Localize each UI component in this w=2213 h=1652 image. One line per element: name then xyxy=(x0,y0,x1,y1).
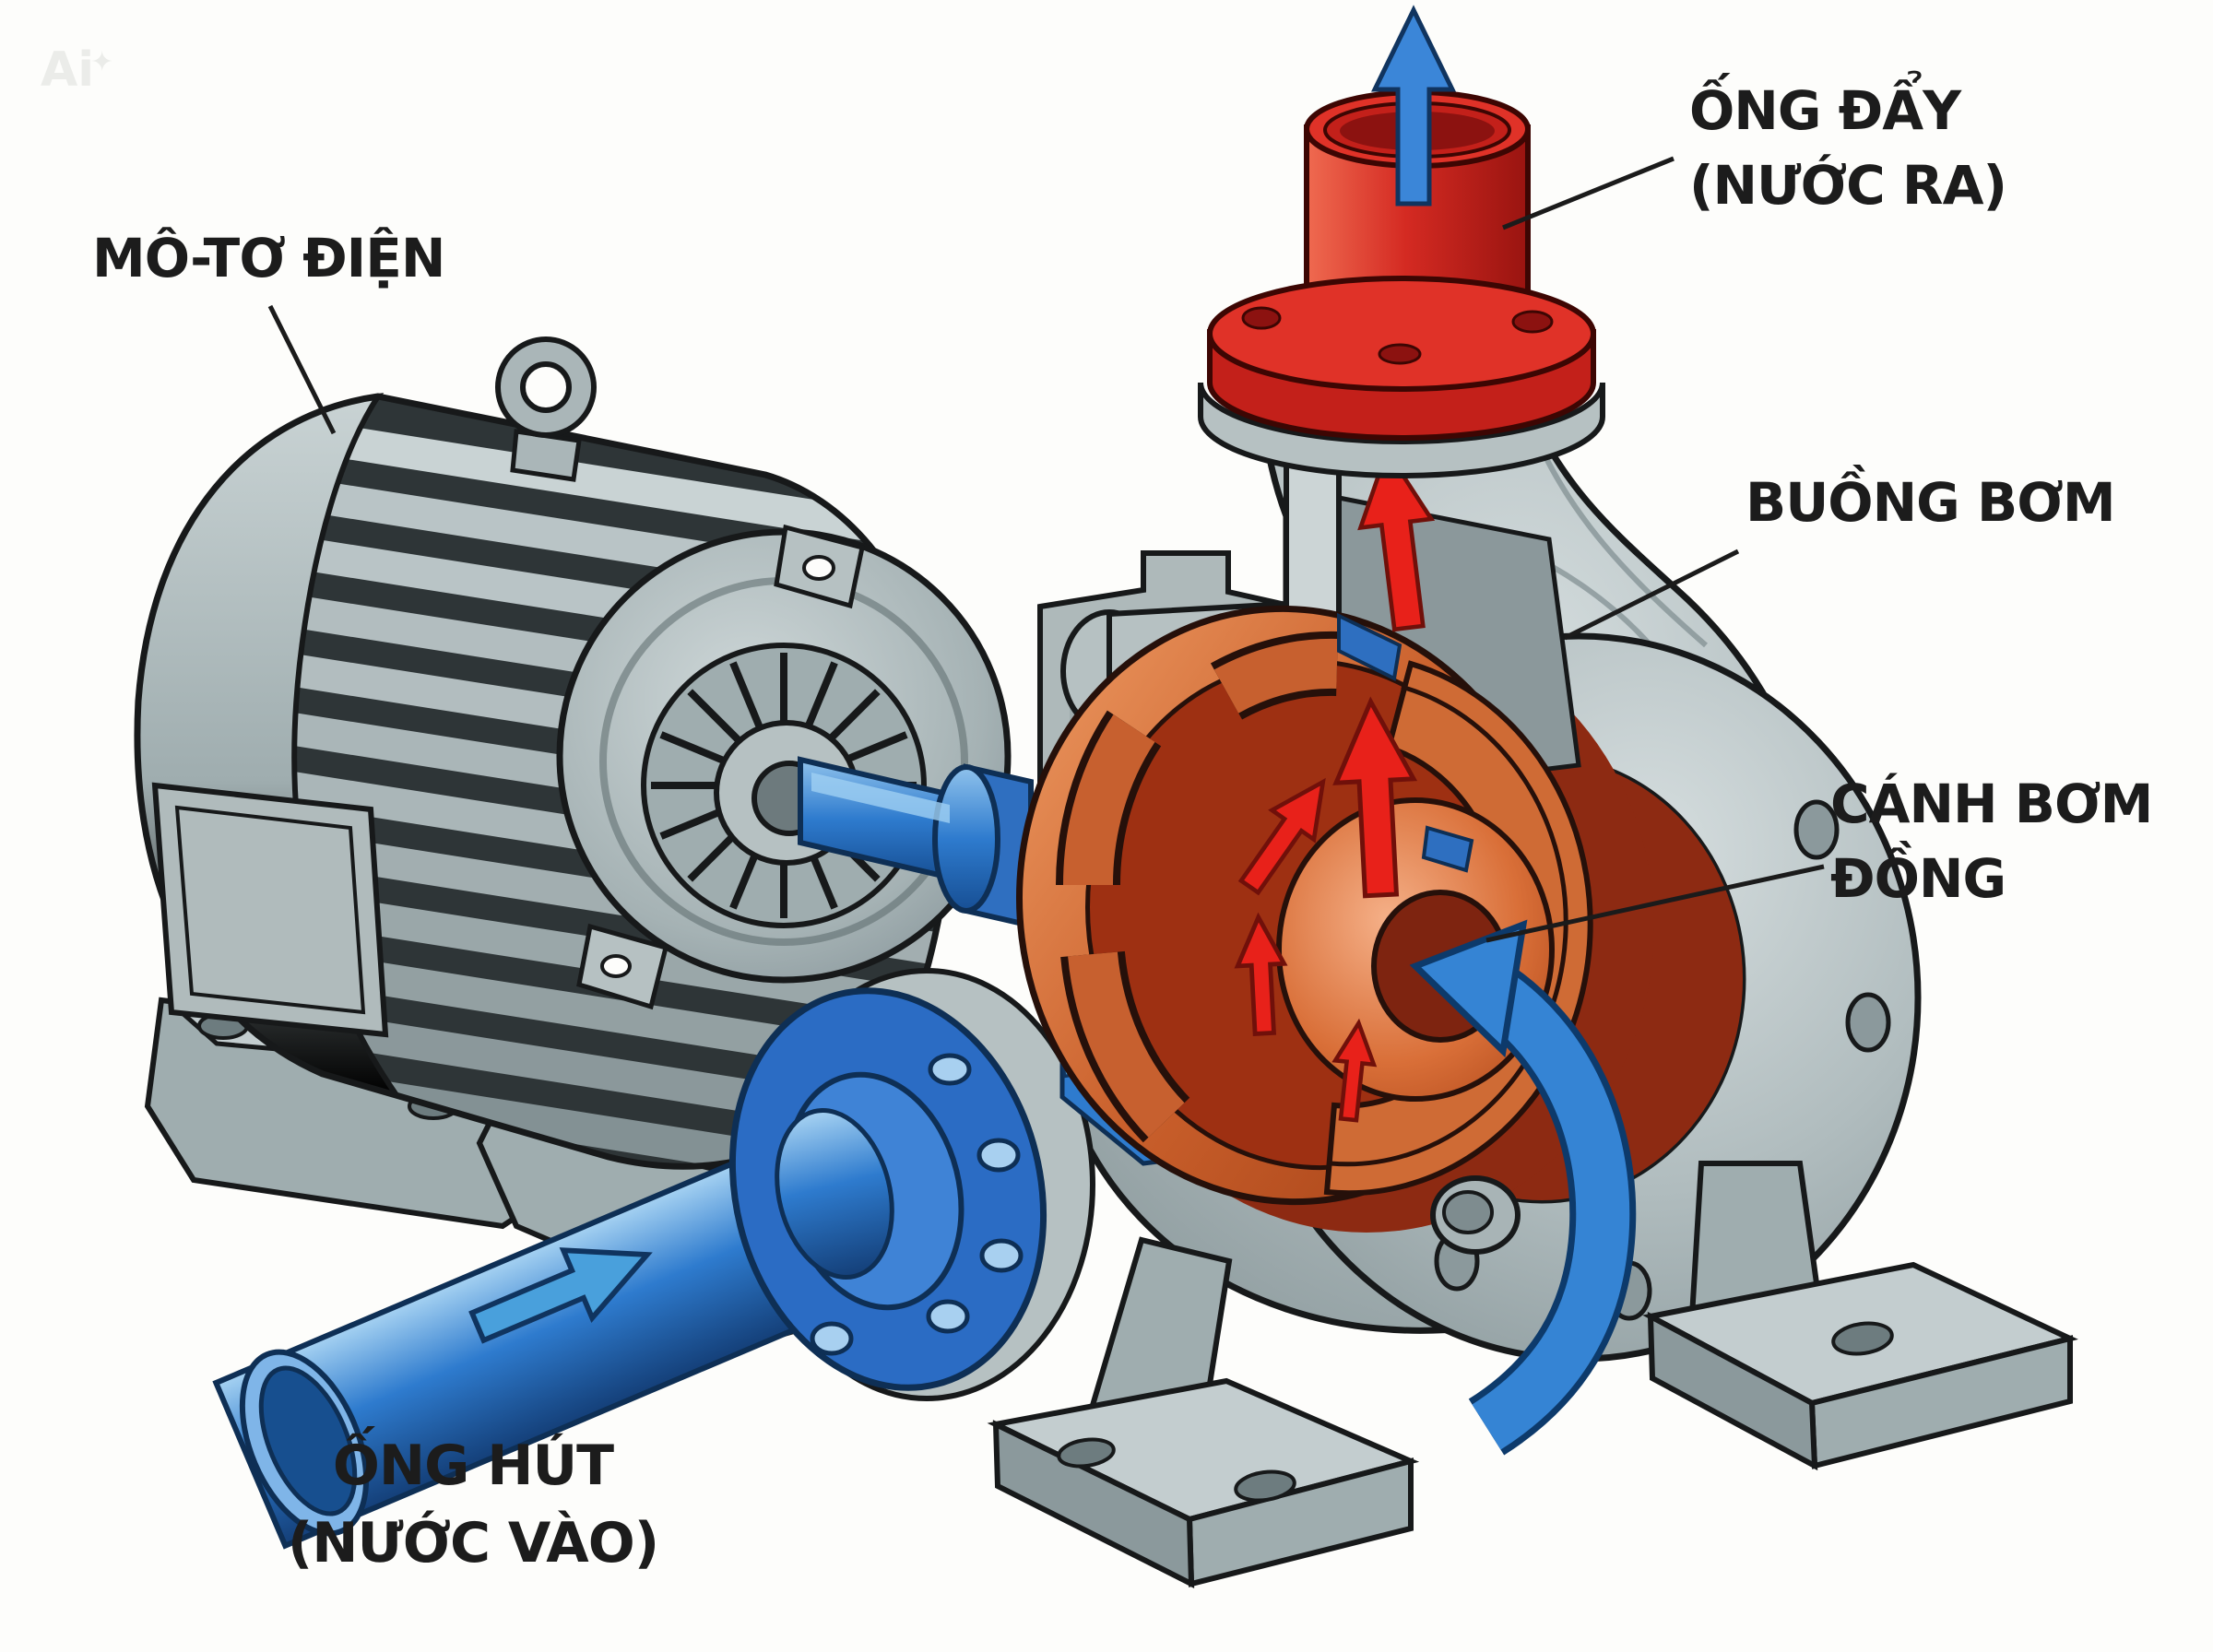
leader-lines xyxy=(267,156,1825,943)
label-discharge: ỐNG ĐẨY (NƯỚC RA) xyxy=(1689,74,2007,223)
suction-pipe xyxy=(212,968,1095,1550)
label-suction-line2: (NƯỚC VÀO) xyxy=(287,1511,659,1575)
watermark-text: Ai xyxy=(41,42,95,98)
watermark: Ai✦ xyxy=(41,42,117,98)
lifting-eye-bolt xyxy=(495,336,597,482)
wear-ring-seal xyxy=(1421,825,1474,873)
label-discharge-line1: ỐNG ĐẨY xyxy=(1689,79,1961,142)
leader-pump-chamber xyxy=(1563,549,1740,641)
leader-discharge xyxy=(1502,156,1675,230)
leader-motor xyxy=(267,304,337,435)
motor-end-bell xyxy=(556,524,1012,1010)
label-discharge-line2: (NƯỚC RA) xyxy=(1689,154,2007,218)
flange-spacer xyxy=(1198,382,1605,478)
label-pump-chamber: BUỒNG BƠM xyxy=(1746,471,2116,534)
label-impeller: CÁNH BƠM ĐỒNG xyxy=(1830,767,2153,916)
label-suction: ỐNG HÚT (NƯỚC VÀO) xyxy=(256,1427,690,1582)
motor-junction-box xyxy=(151,782,389,1038)
label-motor: MÔ-TƠ ĐIỆN xyxy=(92,227,445,289)
drain-plug xyxy=(1430,1175,1521,1255)
label-suction-line1: ỐNG HÚT xyxy=(332,1434,614,1498)
leader-impeller xyxy=(1485,864,1825,943)
impeller-eye-arrow xyxy=(1409,919,1637,1456)
suction-flange xyxy=(728,987,1047,1391)
impeller-vanes xyxy=(1055,631,1338,1143)
label-impeller-line2: ĐỒNG xyxy=(1830,847,2006,911)
pump-foot-left xyxy=(987,1236,1420,1588)
label-impeller-line1: CÁNH BƠM xyxy=(1830,773,2153,835)
discharge-flange xyxy=(1198,276,1605,478)
impeller xyxy=(1016,605,1593,1206)
sparkle-icon: ✦ xyxy=(90,46,114,78)
wear-ring-seal xyxy=(1337,612,1402,681)
pump-foot-right xyxy=(1642,1161,2078,1471)
